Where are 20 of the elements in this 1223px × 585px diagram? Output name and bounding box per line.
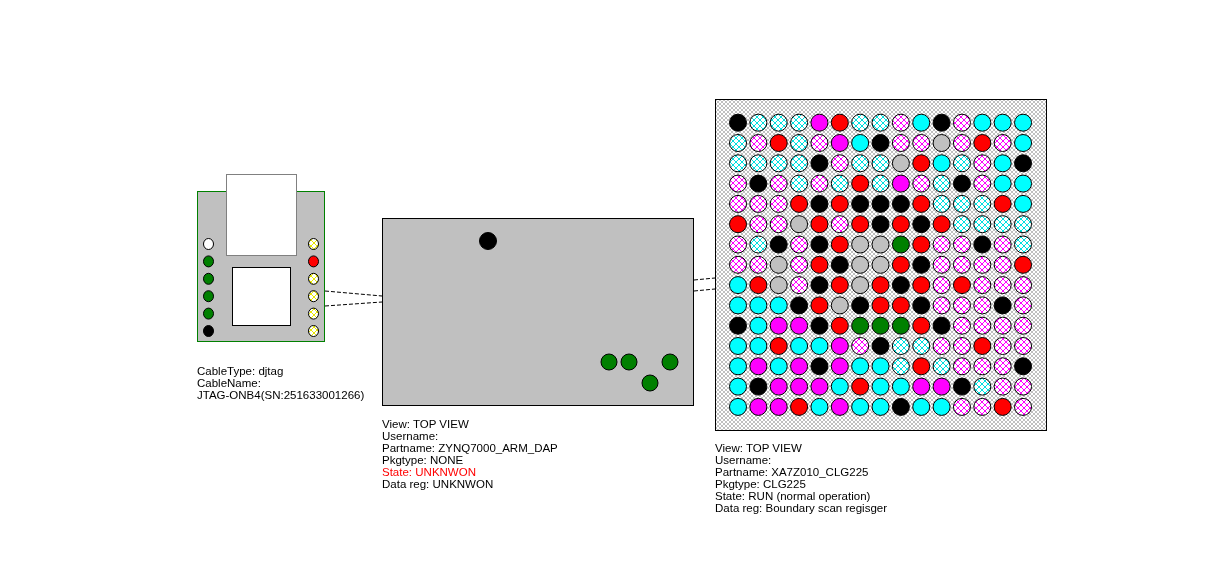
dashed-connector	[324, 290, 383, 297]
info-text: CableType: djtag	[197, 365, 284, 377]
circuit-board-drawing	[197, 174, 325, 342]
info-text: Pkgtype: NONE	[382, 454, 464, 466]
info-text: State: UNKNWON	[382, 466, 476, 478]
info-text: Username:	[715, 454, 772, 466]
info-text: Partname: ZYNQ7000_ARM_DAP	[382, 442, 558, 454]
dashed-connector	[693, 277, 716, 281]
info-text: View: TOP VIEW	[715, 442, 802, 454]
info-text: CableName: JTAG-ONB4(SN:251633001266)	[197, 377, 366, 401]
info-text: Partname: XA7Z010_CLG225	[715, 466, 869, 478]
info-text: Username:	[382, 430, 439, 442]
info-text: View: TOP VIEW	[382, 418, 469, 430]
info-text: State: RUN (normal operation)	[715, 490, 871, 502]
ball-grid-array-top-view	[715, 99, 1047, 431]
dashed-connector	[324, 301, 383, 307]
info-text: Data reg: UNKNWON	[382, 478, 494, 490]
info-text: Data reg: Boundary scan regisger	[715, 502, 888, 514]
info-text: Pkgtype: CLG225	[715, 478, 806, 490]
dashed-connector	[693, 288, 716, 292]
